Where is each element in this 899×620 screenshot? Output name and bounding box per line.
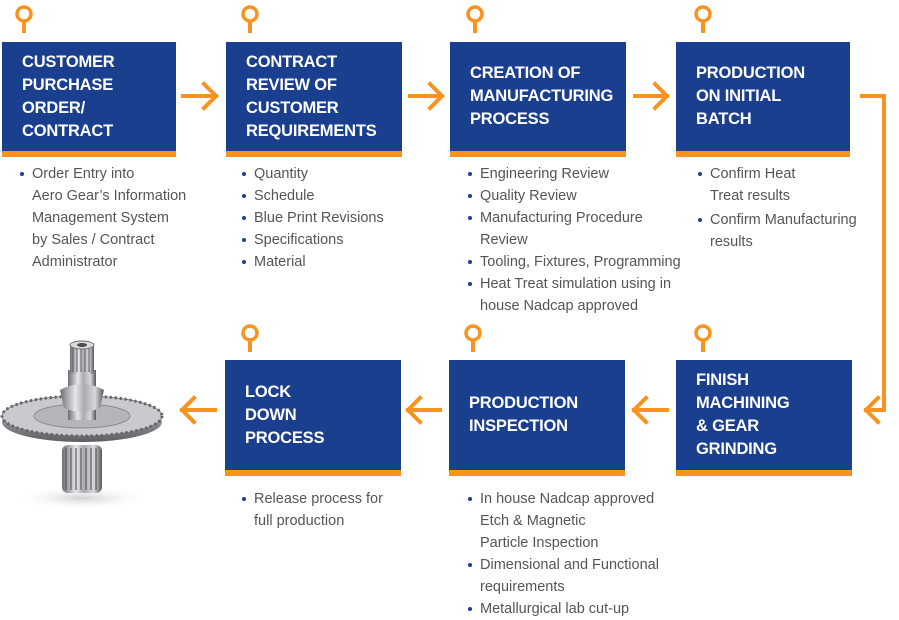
bullet-text: by Sales / Contract: [32, 232, 155, 248]
step-box-creation-of-manufacturing-process: CREATION OF MANUFACTURING PROCESS: [450, 42, 626, 157]
step-title-line: MANUFACTURING: [470, 87, 614, 105]
step-title-line: CONTRACT: [22, 121, 113, 140]
step-title-line: PRODUCTION: [696, 64, 805, 82]
arrow-icon: [633, 81, 670, 111]
bullet-item: Quantity: [240, 163, 410, 185]
step-title-line: GRINDING: [696, 440, 777, 458]
step-bullets-customer-purchase-order: Order Entry into Aero Gear’s Information…: [18, 163, 188, 273]
bullet-text: In house Nadcap approved: [480, 491, 655, 507]
bullet-item: Specifications: [240, 229, 410, 251]
bullet-item: Metallurgical lab cut-up: [466, 598, 686, 620]
step-title-line: FINISH: [696, 371, 749, 389]
step-title-line: PRODUCTION: [469, 394, 578, 412]
step-title-line: ORDER/: [22, 98, 85, 117]
step-bullets-lock-down-process: Release process for full production: [240, 488, 410, 532]
bullet-item: Confirm Manufacturing results: [696, 209, 876, 253]
bullet-text: full production: [254, 513, 345, 529]
step-title-line: DOWN: [245, 405, 297, 424]
bullet-text: Aero Gear’s Information: [32, 188, 187, 204]
step-title-line: MACHINING: [696, 394, 790, 412]
location-pin-icon: [241, 324, 259, 352]
step-title-line: REQUIREMENTS: [246, 121, 377, 140]
bullet-text: Release process for: [254, 491, 383, 507]
step-box-customer-purchase-order: CUSTOMER PURCHASE ORDER/ CONTRACT: [2, 42, 176, 157]
arrow-icon: [408, 81, 445, 111]
bullet-item: Confirm Heat Treat results: [696, 163, 876, 207]
bullet-text: results: [710, 234, 753, 250]
step-box-production-on-initial-batch: PRODUCTION ON INITIAL BATCH: [676, 42, 850, 157]
bullet-item: Order Entry into Aero Gear’s Information…: [18, 163, 188, 273]
step-title-line: BATCH: [696, 110, 752, 128]
bullet-text: Treat results: [710, 188, 791, 204]
bullet-item: Schedule: [240, 185, 410, 207]
bullet-item: Material: [240, 251, 410, 273]
bullet-item: Release process for full production: [240, 488, 410, 532]
bullet-text: Quality Review: [480, 188, 577, 204]
location-pin-icon: [466, 5, 484, 33]
bullet-text: requirements: [480, 579, 565, 595]
arrow-icon: [181, 81, 219, 111]
bullet-text: Tooling, Fixtures, Programming: [480, 254, 681, 270]
bullet-text: Dimensional and Functional: [480, 557, 659, 573]
step-title-line: CREATION OF: [470, 64, 581, 82]
bullet-text: Administrator: [32, 254, 118, 270]
bullet-text: Engineering Review: [480, 166, 609, 182]
step-box-production-inspection: PRODUCTION INSPECTION: [449, 360, 625, 476]
bullet-item: Manufacturing Procedure Review: [466, 207, 691, 251]
bullet-text: Metallurgical lab cut-up: [480, 601, 630, 617]
bullet-item: Engineering Review: [466, 163, 691, 185]
bullet-text: Blue Print Revisions: [254, 210, 384, 226]
bullet-text: Heat Treat simulation using in: [480, 276, 672, 292]
step-box-lock-down-process: LOCK DOWN PROCESS: [225, 360, 401, 476]
step-title-line: CUSTOMER: [22, 52, 115, 71]
gear-shaft-icon: [0, 340, 164, 510]
bullet-item: Quality Review: [466, 185, 691, 207]
bullet-text: Quantity: [254, 166, 308, 182]
bullet-text: Manufacturing Procedure: [480, 210, 643, 226]
step-title-line: INSPECTION: [469, 417, 568, 435]
step-title-line: REVIEW OF: [246, 75, 337, 94]
step-bullets-production-on-initial-batch: Confirm Heat Treat results Confirm Manuf…: [696, 163, 876, 253]
location-pin-icon: [15, 5, 33, 33]
bullet-text: Etch & Magnetic: [480, 513, 586, 529]
bullet-text: Schedule: [254, 188, 315, 204]
arrow-icon: [179, 395, 217, 425]
step-bullets-contract-review: Quantity Schedule Blue Print Revisions S…: [240, 163, 410, 273]
bullet-text: house Nadcap approved: [480, 298, 639, 314]
bullet-item: Tooling, Fixtures, Programming: [466, 251, 691, 273]
bullet-text: Management System: [32, 210, 170, 226]
arrow-icon: [405, 395, 442, 425]
step-title-line: & GEAR: [696, 417, 759, 435]
step-bullets-production-inspection: In house Nadcap approved Etch & Magnetic…: [466, 488, 686, 620]
step-title-line: LOCK: [245, 382, 291, 401]
step-box-contract-review: CONTRACT REVIEW OF CUSTOMER REQUIREMENTS: [226, 42, 402, 157]
location-pin-icon: [464, 324, 482, 352]
bullet-text: Review: [480, 232, 528, 248]
step-title-line: PROCESS: [470, 110, 550, 128]
bullet-text: Specifications: [254, 232, 344, 248]
bullet-text: Material: [254, 254, 306, 270]
bullet-item: In house Nadcap approved Etch & Magnetic…: [466, 488, 686, 554]
location-pin-icon: [241, 5, 259, 33]
step-title-line: ON INITIAL: [696, 87, 782, 105]
bullet-item: Blue Print Revisions: [240, 207, 410, 229]
bullet-item: Dimensional and Functional requirements: [466, 554, 686, 598]
bullet-item: Heat Treat simulation using in house Nad…: [466, 273, 691, 317]
bullet-text: Confirm Manufacturing: [710, 212, 857, 228]
step-title-line: CONTRACT: [246, 52, 337, 71]
arrow-icon: [631, 395, 669, 425]
bullet-text: Order Entry into: [32, 166, 135, 182]
step-title-line: CUSTOMER: [246, 98, 339, 117]
bullet-text: Confirm Heat: [710, 166, 796, 182]
connector-arrow-icon: [860, 94, 886, 425]
step-box-finish-machining-gear-grinding: FINISH MACHINING & GEAR GRINDING: [676, 360, 852, 476]
bullet-text: Particle Inspection: [480, 535, 599, 551]
step-bullets-creation-of-manufacturing-process: Engineering Review Quality Review Manufa…: [466, 163, 691, 317]
step-title-line: PURCHASE: [22, 75, 113, 94]
location-pin-icon: [694, 5, 712, 33]
location-pin-icon: [694, 324, 712, 352]
step-title-line: PROCESS: [245, 428, 325, 447]
